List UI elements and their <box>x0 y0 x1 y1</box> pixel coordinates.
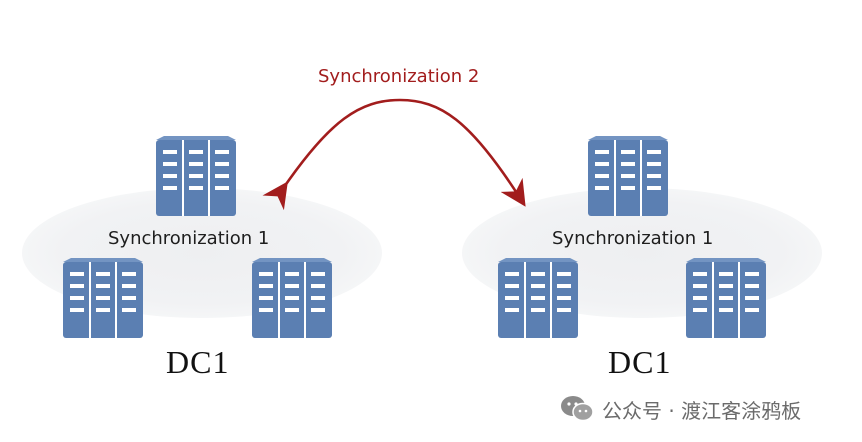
server-icon <box>252 258 332 338</box>
cluster-2-dc-label: DC1 <box>608 344 672 380</box>
cluster-1-sync-label: Synchronization 1 <box>108 228 270 249</box>
cluster-2-sync-label: Synchronization 1 <box>552 228 714 249</box>
watermark-text: 公众号 · 渡江客涂鸦板 <box>602 398 802 423</box>
server-icon <box>156 136 236 216</box>
watermark: 公众号 · 渡江客涂鸦板 <box>560 392 801 426</box>
wechat-icon <box>561 396 594 422</box>
cluster-1-dc-label: DC1 <box>166 344 230 380</box>
server-icon <box>588 136 668 216</box>
server-icon <box>498 258 578 338</box>
server-icon <box>686 258 766 338</box>
synchronization-2-label: Synchronization 2 <box>318 66 480 87</box>
server-icon <box>63 258 143 338</box>
